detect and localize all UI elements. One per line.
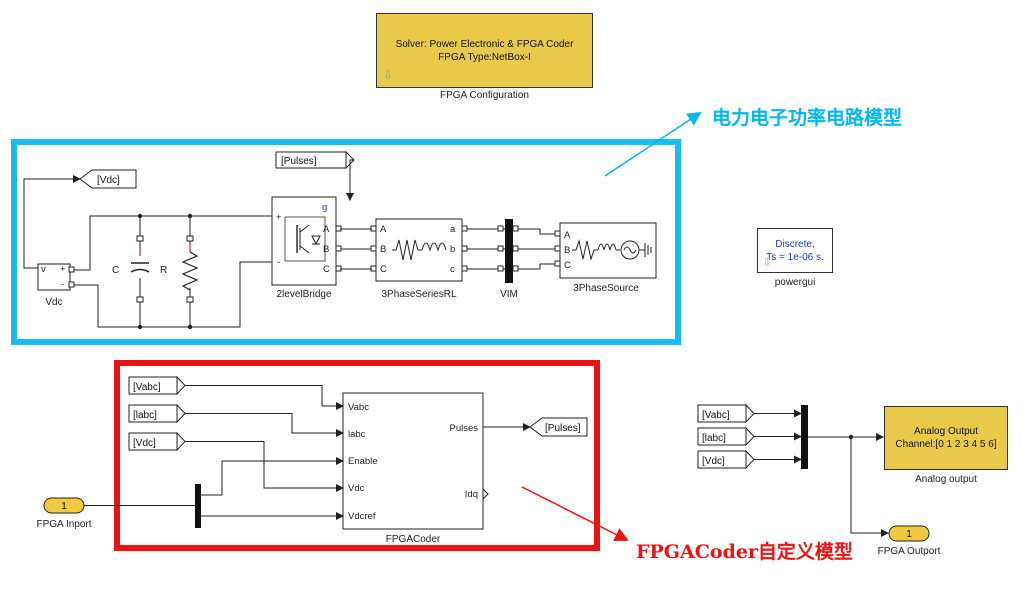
analog-line1: Analog Output	[914, 426, 978, 437]
fpga-outport-caption: FPGA Outport	[878, 546, 941, 557]
analog-from-iabc-label: [labc]	[702, 433, 726, 444]
source-port-c: C	[564, 260, 571, 271]
rl-port-a-out: a	[450, 224, 456, 235]
source-icon	[572, 239, 652, 261]
capacitor-c[interactable]	[130, 235, 150, 303]
fpga-config-arrow-icon: ⇩	[383, 68, 394, 82]
fpga-from-vdc-label: [Vdc]	[133, 438, 156, 449]
vdc-block-caption: Vdc	[45, 297, 62, 308]
bridge-port-c: C	[323, 264, 330, 275]
vim-block[interactable]	[505, 219, 513, 283]
bridge-port-g: g	[322, 202, 327, 213]
cap-label: C	[112, 265, 119, 276]
res-label: R	[160, 265, 167, 276]
bridge-port-a: A	[323, 224, 330, 235]
fpga-outport-num: 1	[906, 529, 912, 540]
rl-port-b-in: B	[380, 244, 386, 255]
power-circuit-annotation: 电力电子功率电路模型	[712, 107, 903, 129]
fpga-inport-num: 1	[61, 501, 67, 512]
fpga-coder-block[interactable]	[342, 392, 484, 530]
powergui-caption: powergui	[774, 277, 816, 288]
source-port-a: A	[564, 230, 571, 241]
analog-from-vabc-label: [Vabc]	[702, 410, 730, 421]
fpga-coder-annotation: FPGACoder自定义模型	[636, 541, 853, 563]
fpga-configuration-block[interactable]: Solver: Power Electronic & FPGA Coder FP…	[376, 13, 593, 88]
fpga-from-vabc-label: [Vabc]	[133, 382, 161, 393]
power-circuit-frame	[11, 139, 681, 345]
fpga-inport-caption: FPGA Inport	[36, 519, 91, 530]
fpga-coder-caption: FPGACoder	[386, 534, 441, 545]
pulses-goto-label: [Pulses]	[545, 423, 581, 434]
rl-port-c-out: c	[450, 264, 455, 275]
analog-output-block[interactable]: Analog Output Channel:[0 1 2 3 4 5 6]	[884, 406, 1008, 470]
fpga-config-caption: FPGA Configuration	[440, 90, 529, 101]
fpga-from-vdc[interactable]	[128, 431, 186, 452]
pulses-from-label: [Pulses]	[281, 156, 317, 167]
fpga-coder-frame	[114, 360, 600, 551]
analog-output-caption: Analog output	[915, 474, 977, 485]
fpga-config-line2: FPGA Type:NetBox-I	[438, 51, 531, 63]
coder-out-idq: Idq	[465, 489, 478, 500]
source-caption: 3PhaseSource	[573, 283, 639, 294]
rl-icon	[392, 239, 447, 261]
vdc-goto-tag[interactable]	[79, 169, 137, 189]
fpga-coder-pointer	[521, 486, 629, 541]
analog-from-vdc-label: [Vdc]	[702, 456, 725, 467]
fpga-from-iabc-label: [labc]	[133, 410, 157, 421]
fpga-from-iabc[interactable]	[128, 403, 186, 424]
bridge-caption: 2levelBridge	[276, 289, 331, 300]
bridge-port-b: B	[323, 244, 329, 255]
analog-line2: Channel:[0 1 2 3 4 5 6]	[895, 439, 997, 450]
fpga-outport[interactable]	[888, 525, 930, 542]
coder-in-enable: Enable	[348, 456, 378, 467]
vdc-measurement-block[interactable]	[37, 263, 71, 291]
igbt-icon	[284, 216, 326, 262]
fpga-config-line1: Solver: Power Electronic & FPGA Coder	[395, 38, 574, 50]
fpga-demux[interactable]	[195, 484, 201, 528]
power-circuit-pointer	[604, 111, 702, 177]
vdc-goto-label: [Vdc]	[97, 175, 120, 186]
bridge-port-minus: -	[277, 257, 280, 268]
source-port-b: B	[564, 245, 570, 256]
coder-in-iabc: labc	[348, 429, 366, 440]
vdc-port-plus: +	[60, 264, 66, 275]
vim-caption: VIM	[500, 289, 518, 300]
powergui-line2: Ts = 1e-06 s.	[766, 251, 824, 263]
pulses-goto-tag[interactable]	[529, 417, 588, 437]
coder-in-vdcref: Vdcref	[348, 511, 376, 522]
analog-mux[interactable]	[801, 405, 808, 469]
powergui-arrow-icon: ⇩	[762, 257, 772, 269]
vdc-port-minus: -	[61, 279, 64, 290]
analog-from-vabc[interactable]	[697, 403, 755, 424]
fpga-from-vabc[interactable]	[128, 375, 186, 396]
rl-port-a-in: A	[380, 224, 387, 235]
rl-port-c-in: C	[380, 264, 387, 275]
bridge-port-plus: +	[276, 212, 282, 223]
resistor-r[interactable]	[181, 235, 199, 303]
coder-out-pulses: Pulses	[449, 423, 478, 434]
vdc-port-v: v	[41, 264, 46, 275]
powergui-line1: Discrete,	[775, 238, 815, 250]
analog-from-vdc[interactable]	[697, 449, 755, 470]
coder-in-vabc: Vabc	[348, 402, 369, 413]
coder-in-vdc: Vdc	[348, 483, 365, 494]
series-rl-caption: 3PhaseSeriesRL	[381, 289, 456, 300]
rl-port-b-out: b	[450, 244, 455, 255]
analog-from-iabc[interactable]	[697, 426, 755, 447]
powergui-block[interactable]: Discrete, Ts = 1e-06 s. ⇩	[757, 228, 833, 273]
